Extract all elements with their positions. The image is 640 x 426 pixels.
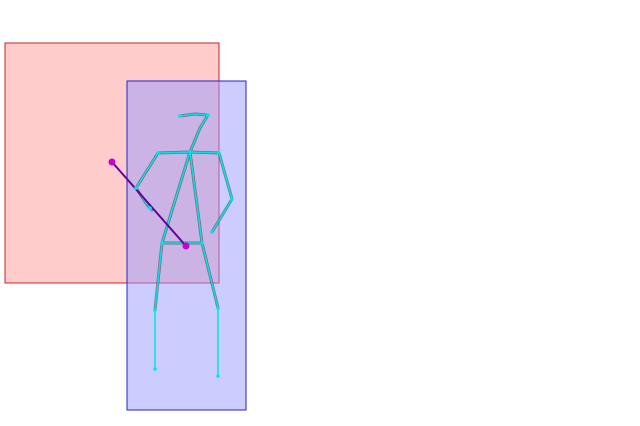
left-knee-joint: [153, 308, 157, 312]
left-shoulder-joint: [156, 151, 160, 155]
right-ankle-joint: [216, 374, 220, 378]
left-wrist-joint: [148, 206, 152, 210]
right-torso-line: [189, 151, 203, 244]
skeleton-joints: [134, 113, 234, 378]
right-shoulder-joint: [217, 151, 221, 155]
right-elbow-joint: [230, 197, 234, 201]
head-right-joint: [206, 113, 210, 117]
left-leg-upper-line: [154, 242, 163, 311]
right-wrist-joint: [210, 230, 214, 234]
left-elbow-joint: [134, 186, 138, 190]
neck-joint: [188, 150, 192, 154]
club-shaft-line: [111, 161, 187, 247]
head-left-joint: [178, 114, 182, 118]
club-grip-marker: [108, 158, 116, 166]
right-hip-joint: [200, 241, 204, 245]
right-leg-upper-line: [201, 242, 219, 309]
left-ankle-joint: [153, 367, 157, 371]
right-knee-joint: [216, 306, 220, 310]
left-hip-joint: [160, 241, 164, 245]
left-torso-line: [161, 151, 191, 244]
club-head-marker: [182, 242, 190, 250]
